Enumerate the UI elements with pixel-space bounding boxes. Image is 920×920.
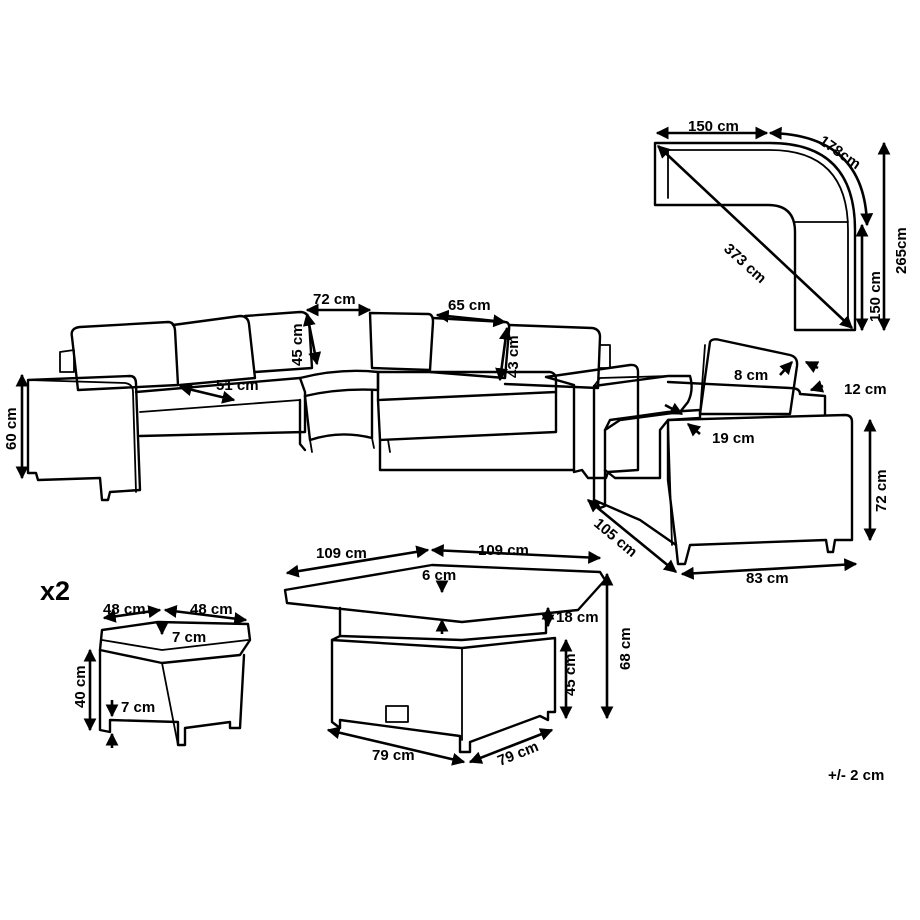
table-height-68-label: 68 cm xyxy=(617,627,634,670)
stool-drawing xyxy=(83,604,252,748)
table-base-79a-label: 79 cm xyxy=(372,747,415,764)
table-top-6-label: 6 cm xyxy=(422,567,456,584)
table-width-109b-label: 109 cm xyxy=(478,542,529,559)
plan-diagonal-373-label: 373 cm xyxy=(720,240,769,287)
chair-height-72-label: 72 cm xyxy=(873,469,890,512)
tolerance-note: +/- 2 cm xyxy=(828,767,884,784)
sofa-width-72-label: 72 cm xyxy=(313,291,356,308)
stool-width-48b-label: 48 cm xyxy=(190,601,233,618)
chair-seat-19-label: 19 cm xyxy=(712,430,755,447)
stool-height-40-label: 40 cm xyxy=(72,665,89,708)
sofa-back-45-label: 45 cm xyxy=(289,323,306,366)
stool-leg-7-label: 7 cm xyxy=(121,699,155,716)
stool-width-48a-label: 48 cm xyxy=(103,601,146,618)
armchair-drawing xyxy=(586,338,877,580)
chair-width-83-label: 83 cm xyxy=(746,570,789,587)
sofa-back-43-label: 43 cm xyxy=(505,335,522,378)
sofa-width-65-label: 65 cm xyxy=(448,297,491,314)
stool-quantity-label: x2 xyxy=(40,576,70,606)
sofa-height-60-label: 60 cm xyxy=(3,407,20,450)
plan-arc-178-label: 178cm xyxy=(816,132,864,173)
table-width-109a-label: 109 cm xyxy=(316,545,367,562)
plan-height-150-label: 150 cm xyxy=(867,271,884,322)
table-lift-18-label: 18 cm xyxy=(556,609,599,626)
plan-height-265-label: 265cm xyxy=(893,227,910,274)
chair-arm-12-label: 12 cm xyxy=(844,381,887,398)
table-base-45-label: 45 cm xyxy=(562,653,579,696)
plan-width-150-label: 150 cm xyxy=(688,118,739,135)
sofa-seat-51-label: 51 cm xyxy=(216,377,259,394)
corner-plan-view xyxy=(653,126,891,332)
corner-sofa-drawing xyxy=(15,303,640,502)
table-drawing xyxy=(283,544,614,766)
chair-back-8-label: 8 cm xyxy=(734,367,768,384)
stool-cushion-7-label: 7 cm xyxy=(172,629,206,646)
